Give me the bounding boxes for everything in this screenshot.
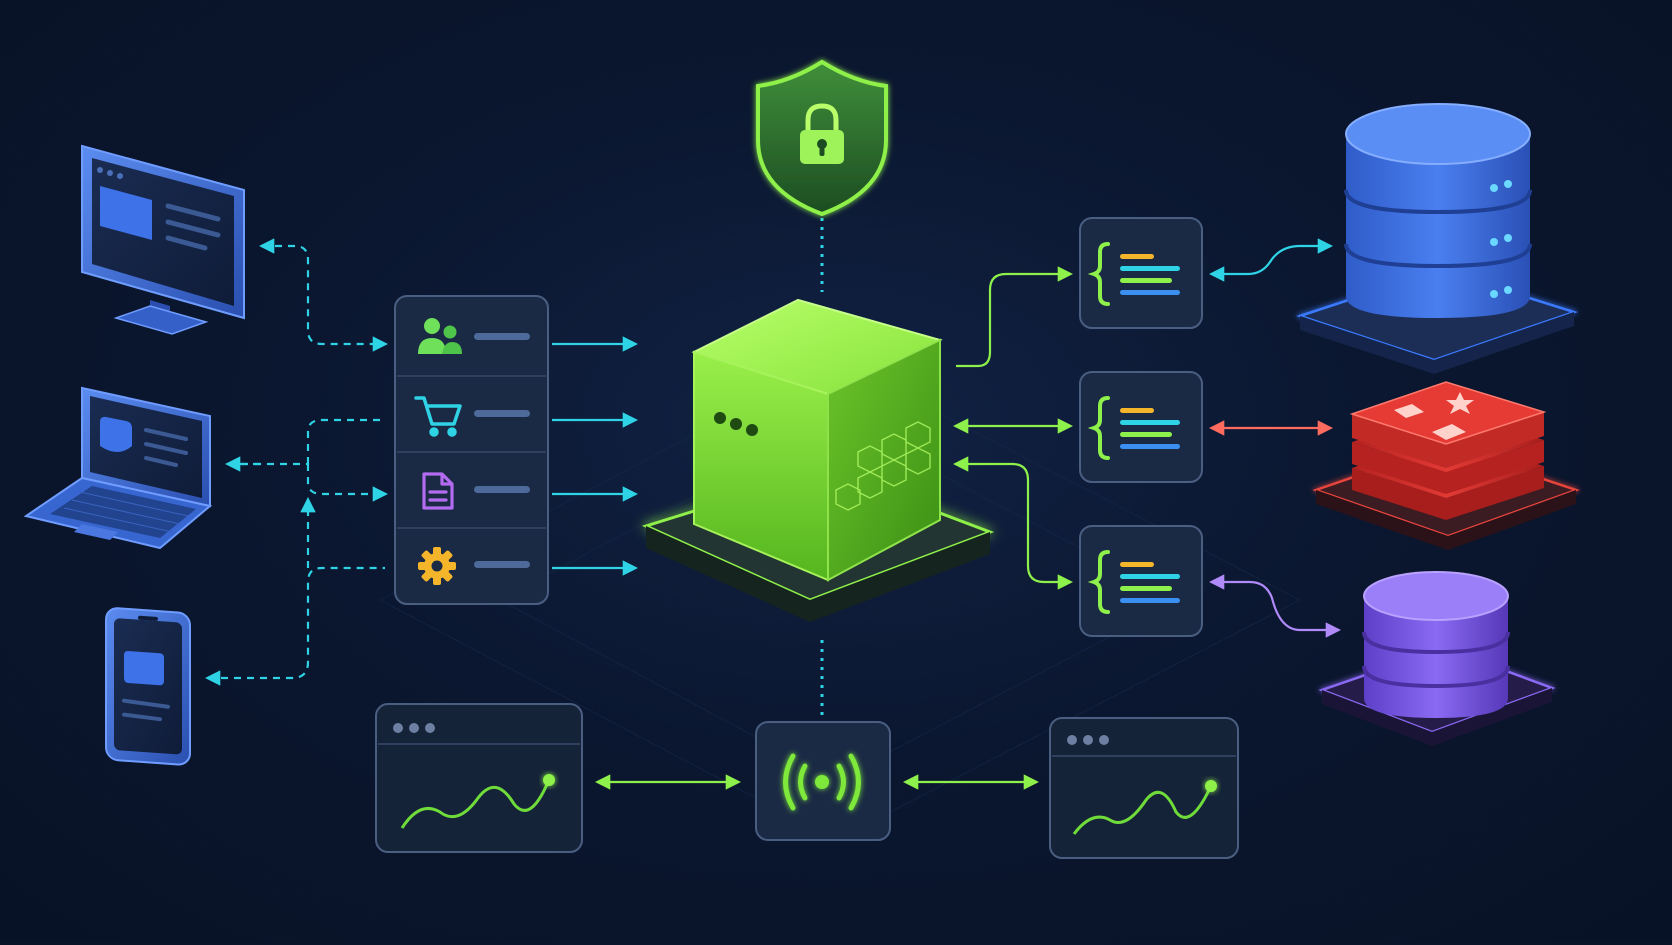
gateway-bar-3 <box>474 486 530 493</box>
line-chart-window-icon <box>1072 787 1212 835</box>
database-purple-icon <box>1318 571 1556 746</box>
code-braces-icon <box>1087 396 1180 460</box>
service-box-3[interactable] <box>1079 525 1203 637</box>
connector-core-service-3 <box>952 456 1074 590</box>
document-icon[interactable] <box>422 472 454 510</box>
chart-window-right[interactable] <box>1049 717 1239 859</box>
shield-lock-icon <box>756 59 888 217</box>
connector-phone-gateway <box>208 500 385 678</box>
cart-icon[interactable] <box>414 396 462 437</box>
connector-core-service-1 <box>956 266 1074 368</box>
monitor-icon <box>81 144 245 335</box>
broadcast-signal-icon <box>783 753 861 811</box>
connectors <box>208 218 1342 790</box>
database-blue-icon <box>1295 103 1579 374</box>
gateway-panel <box>394 295 549 605</box>
gateway-bar-2 <box>474 410 530 417</box>
line-chart-window-icon <box>400 781 550 829</box>
service-box-2[interactable] <box>1079 371 1203 483</box>
connector-monitor-gateway <box>258 238 389 352</box>
broadcast-box[interactable] <box>755 721 891 841</box>
users-icon[interactable] <box>418 318 462 354</box>
code-braces-icon <box>1087 550 1180 614</box>
chart-window-left[interactable] <box>375 703 583 853</box>
gateway-bar-4 <box>474 561 530 568</box>
connector-service-blue-db <box>1208 238 1334 282</box>
gear-icon[interactable] <box>418 547 456 585</box>
connector-laptop-gateway <box>228 418 385 494</box>
service-box-1[interactable] <box>1079 217 1203 329</box>
phone-icon <box>105 607 191 766</box>
laptop-icon <box>23 386 213 550</box>
connector-service-purple-db <box>1208 574 1342 638</box>
cache-red-stack-icon <box>1312 381 1580 550</box>
gateway-bar-1 <box>474 333 530 340</box>
green-cube-server-icon <box>641 298 995 622</box>
code-braces-icon <box>1087 242 1180 306</box>
